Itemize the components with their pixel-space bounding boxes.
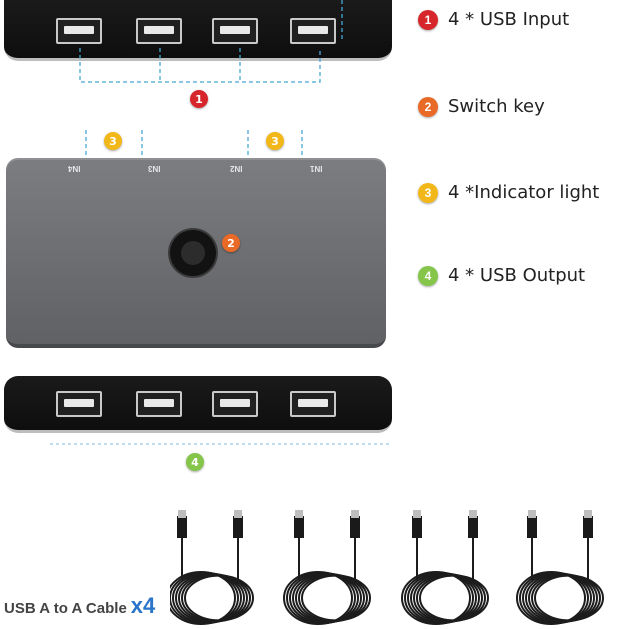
usb-plug-connector <box>528 510 536 518</box>
usb-plug-connector <box>584 510 592 518</box>
cable-coil <box>413 573 483 623</box>
cable-coil <box>407 572 477 624</box>
cable-coil <box>289 572 359 624</box>
cable-caption-text: USB A to A Cable <box>4 600 127 617</box>
usb-plug-housing <box>527 516 537 538</box>
cable-coil <box>522 572 592 624</box>
usb-input-port-1 <box>56 18 102 44</box>
usb-plug-connector <box>469 510 477 518</box>
callout-badge-4: 4 <box>186 453 204 471</box>
switch-key[interactable] <box>170 230 216 276</box>
cable-coil <box>295 573 365 623</box>
usb-plug-housing <box>350 516 360 538</box>
output-guide-line <box>50 443 390 445</box>
callout-badge-3b: 3 <box>266 132 284 150</box>
cable-count: x4 <box>130 593 156 618</box>
usb-input-port-2 <box>136 18 182 44</box>
legend-badge-4: 4 <box>418 265 438 286</box>
cable-coil <box>292 572 362 624</box>
usb-output-port-3 <box>212 391 258 417</box>
port-label-in1: IN1 <box>310 164 323 173</box>
port-label-in3: IN3 <box>148 164 161 173</box>
usb-input-port-3 <box>212 18 258 44</box>
legend-text-switch-key: Switch key <box>448 96 545 117</box>
cable-coil <box>172 572 242 624</box>
usb-plug-connector <box>413 510 421 518</box>
legend-badge-1: 1 <box>418 9 438 30</box>
port-label-in2: IN2 <box>230 164 243 173</box>
cable-coil <box>416 574 486 622</box>
usb-plug-housing <box>177 516 187 538</box>
usb-plug-connector <box>295 510 303 518</box>
cable-coil <box>286 571 356 625</box>
usb-plug-housing <box>468 516 478 538</box>
cable-coil <box>525 572 595 624</box>
usb-output-port-1 <box>56 391 102 417</box>
cable-coil <box>519 571 589 625</box>
port-label-in4: IN4 <box>68 164 81 173</box>
usb-output-port-2 <box>136 391 182 417</box>
cable-coil <box>170 571 239 625</box>
usb-plug-housing <box>412 516 422 538</box>
usb-plug-housing <box>294 516 304 538</box>
legend-item-usb-input: 1 4 * USB Input <box>418 9 569 30</box>
cable-coil <box>419 574 489 622</box>
cable-coil <box>178 573 248 623</box>
usb-plug-housing <box>233 516 243 538</box>
legend-item-switch-key: 2 Switch key <box>418 96 545 117</box>
legend-text-usb-input: 4 * USB Input <box>448 9 570 30</box>
legend-badge-3: 3 <box>418 182 438 203</box>
legend-item-indicator-light: 3 4 *Indicator light <box>418 182 599 203</box>
usb-plug-housing <box>583 516 593 538</box>
cable-coil <box>301 574 371 622</box>
cable-coil <box>531 574 601 622</box>
usb-cables-illustration <box>170 510 604 625</box>
callout-badge-2: 2 <box>222 234 240 252</box>
cable-coil <box>184 574 254 622</box>
cable-coil <box>528 573 598 623</box>
cable-coil <box>175 572 245 624</box>
cable-coil <box>298 574 368 622</box>
cable-coil <box>404 571 474 625</box>
callout-badge-1: 1 <box>190 90 208 108</box>
usb-plug-connector <box>351 510 359 518</box>
legend-text-usb-output: 4 * USB Output <box>448 265 586 286</box>
usb-output-port-4 <box>290 391 336 417</box>
cable-coil <box>410 572 480 624</box>
cable-coil <box>534 574 604 622</box>
usb-plug-connector <box>234 510 242 518</box>
usb-plug-connector <box>178 510 186 518</box>
legend-item-usb-output: 4 4 * USB Output <box>418 265 585 286</box>
legend-text-indicator-light: 4 *Indicator light <box>448 182 600 203</box>
callout-badge-3a: 3 <box>104 132 122 150</box>
legend-badge-2: 2 <box>418 96 438 117</box>
cable-coil <box>181 574 251 622</box>
usb-input-port-4 <box>290 18 336 44</box>
